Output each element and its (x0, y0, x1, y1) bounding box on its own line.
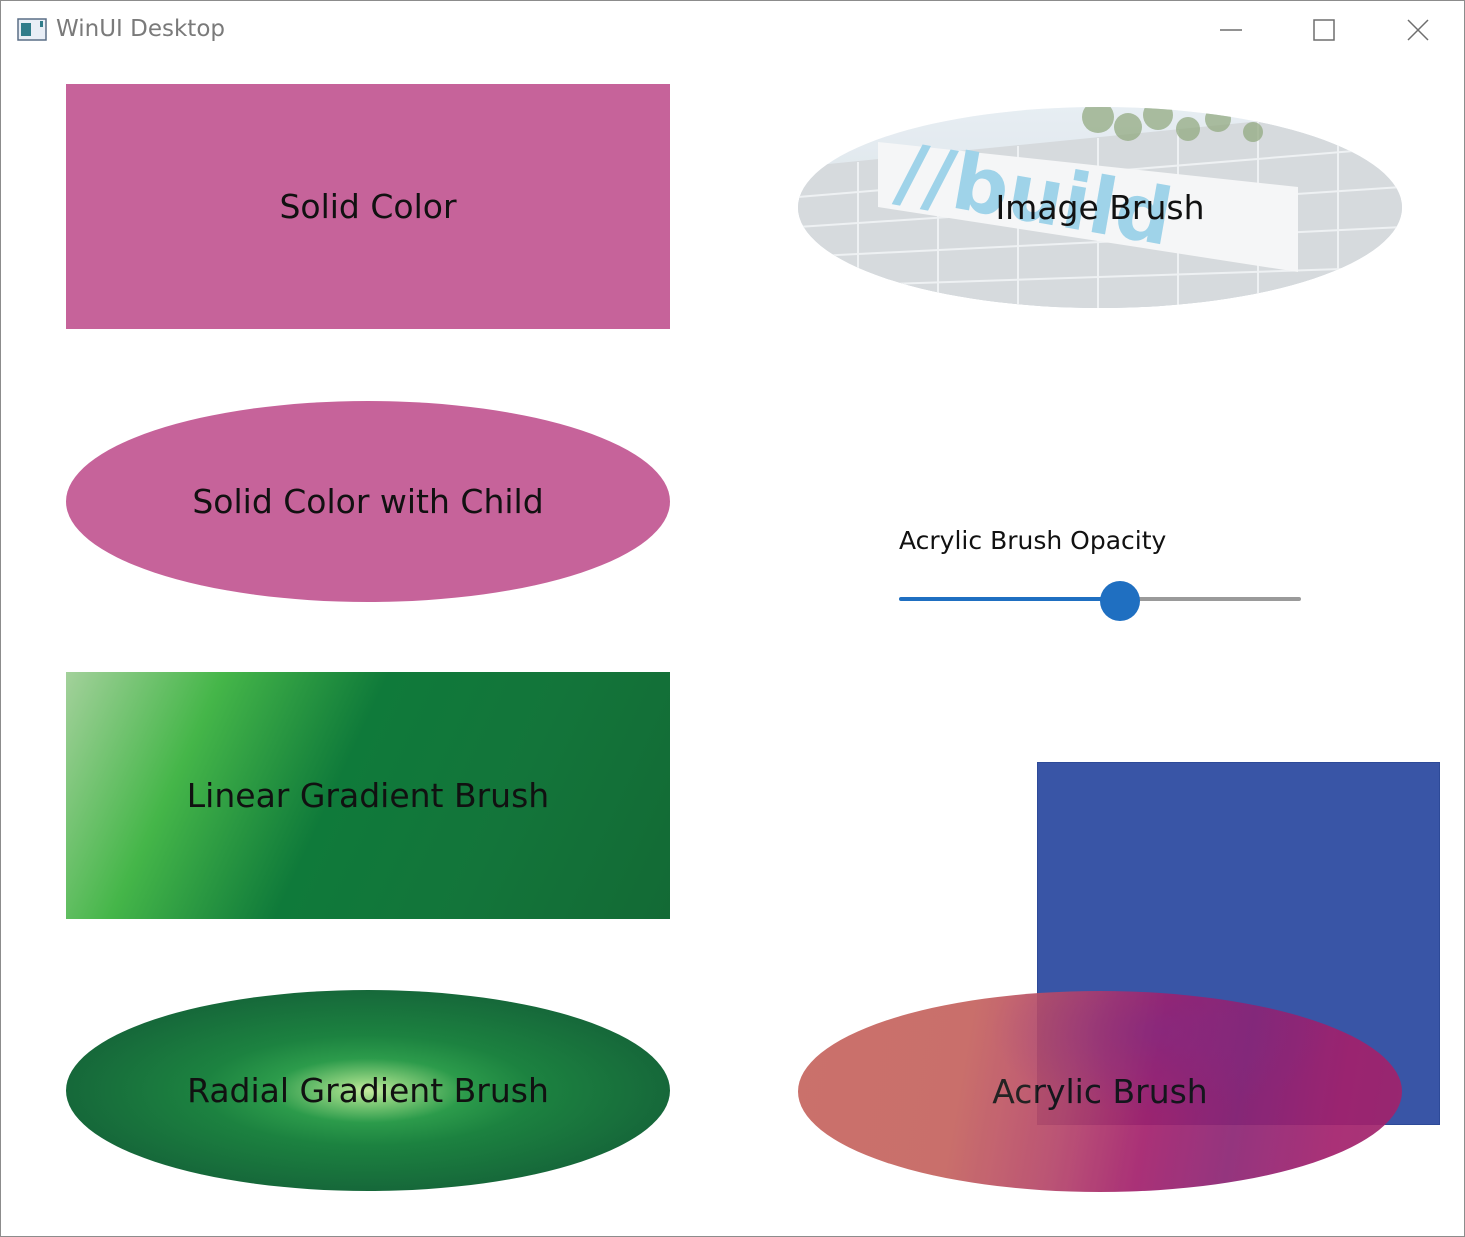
acrylic-brush-ellipse: Acrylic Brush (798, 991, 1402, 1192)
build-photo-image: //build (798, 107, 1402, 308)
slider-track-filled (899, 597, 1120, 601)
title-bar[interactable]: WinUI Desktop (1, 1, 1464, 59)
solid-color-child-label: Solid Color with Child (192, 482, 544, 521)
image-brush-ellipse: //build Image Brush (798, 107, 1402, 308)
maximize-button[interactable] (1277, 1, 1371, 59)
radial-gradient-label: Radial Gradient Brush (187, 1071, 549, 1110)
slider-thumb[interactable] (1100, 581, 1140, 621)
minimize-icon (1220, 29, 1242, 31)
minimize-button[interactable] (1184, 1, 1278, 59)
close-icon (1407, 19, 1429, 41)
slider-track[interactable] (1120, 597, 1301, 601)
maximize-icon (1313, 19, 1335, 41)
solid-color-rectangle: Solid Color (66, 84, 670, 329)
acrylic-opacity-slider[interactable] (899, 581, 1303, 621)
acrylic-opacity-label: Acrylic Brush Opacity (899, 526, 1167, 555)
solid-color-child-ellipse: Solid Color with Child (66, 401, 670, 602)
app-icon (17, 18, 47, 41)
close-button[interactable] (1371, 1, 1464, 59)
solid-color-label: Solid Color (279, 187, 457, 226)
image-brush-label: Image Brush (995, 188, 1205, 227)
acrylic-brush-label: Acrylic Brush (992, 1072, 1208, 1111)
linear-gradient-rectangle: Linear Gradient Brush (66, 672, 670, 919)
window-title: WinUI Desktop (56, 16, 225, 42)
linear-gradient-label: Linear Gradient Brush (186, 776, 550, 815)
radial-gradient-ellipse: Radial Gradient Brush (66, 990, 670, 1191)
